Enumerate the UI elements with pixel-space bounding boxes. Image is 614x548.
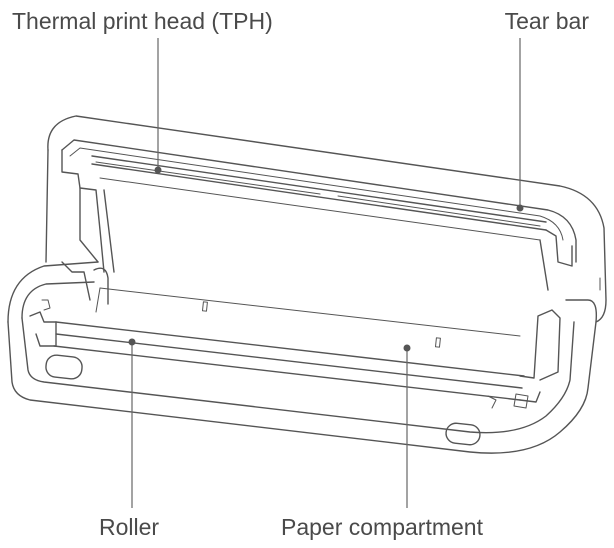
printer-lid xyxy=(45,115,607,323)
printer-base xyxy=(7,261,598,454)
paper-compartment-label: Paper compartment xyxy=(281,514,483,540)
roller-marker xyxy=(128,338,136,346)
paper-compartment-marker xyxy=(403,344,411,352)
tph-label: Thermal print head (TPH) xyxy=(12,8,273,34)
tph-marker xyxy=(154,166,162,174)
callout-leaders xyxy=(128,38,524,508)
tear-bar-marker xyxy=(516,204,524,212)
roller-label: Roller xyxy=(99,514,160,540)
tear-bar-label: Tear bar xyxy=(504,8,589,34)
